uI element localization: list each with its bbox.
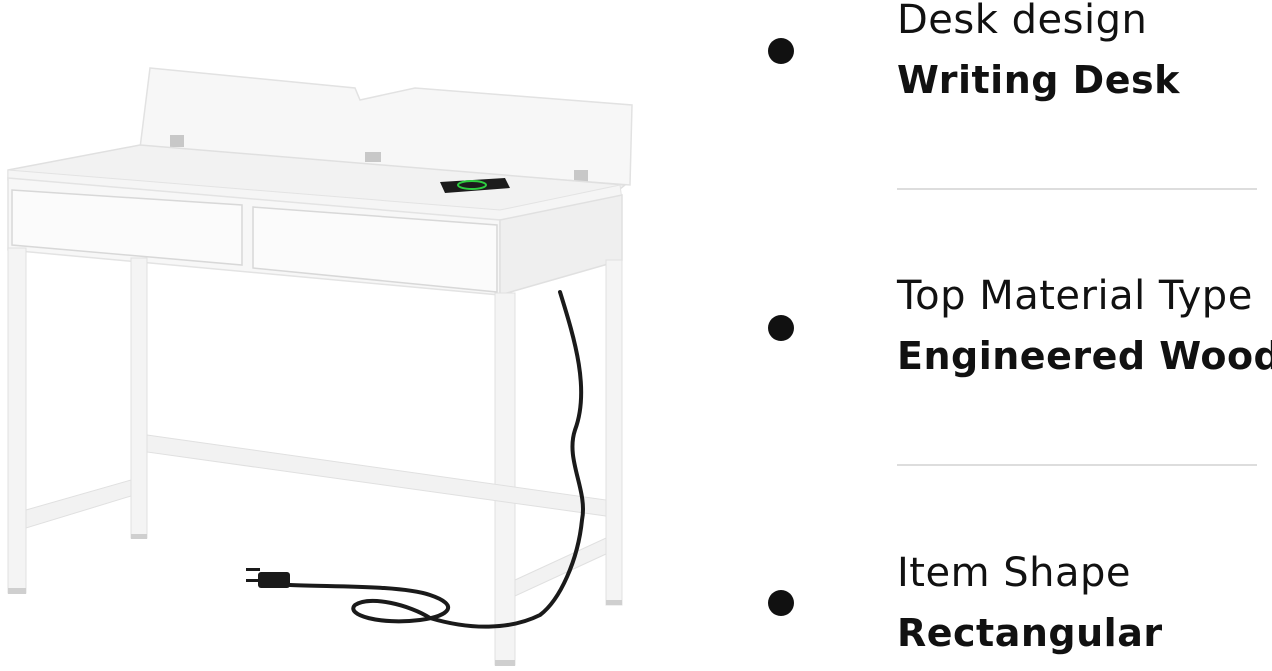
bullet-icon (768, 590, 794, 616)
spec-value: Engineered Wood (897, 334, 1272, 378)
divider (897, 464, 1257, 466)
phone-charger-icon (440, 178, 510, 193)
power-cord-icon (246, 290, 585, 629)
divider (897, 188, 1257, 190)
spec-label: Top Material Type (897, 273, 1253, 319)
spec-value: Writing Desk (897, 58, 1180, 102)
bullet-icon (768, 38, 794, 64)
desk-product-image (7, 67, 633, 666)
spec-label: Item Shape (897, 550, 1132, 596)
spec-value: Rectangular (897, 611, 1163, 655)
spec-list: Desk design Writing Desk Top Material Ty… (760, 0, 1272, 671)
bullet-icon (768, 315, 794, 341)
spec-label: Desk design (897, 0, 1148, 43)
